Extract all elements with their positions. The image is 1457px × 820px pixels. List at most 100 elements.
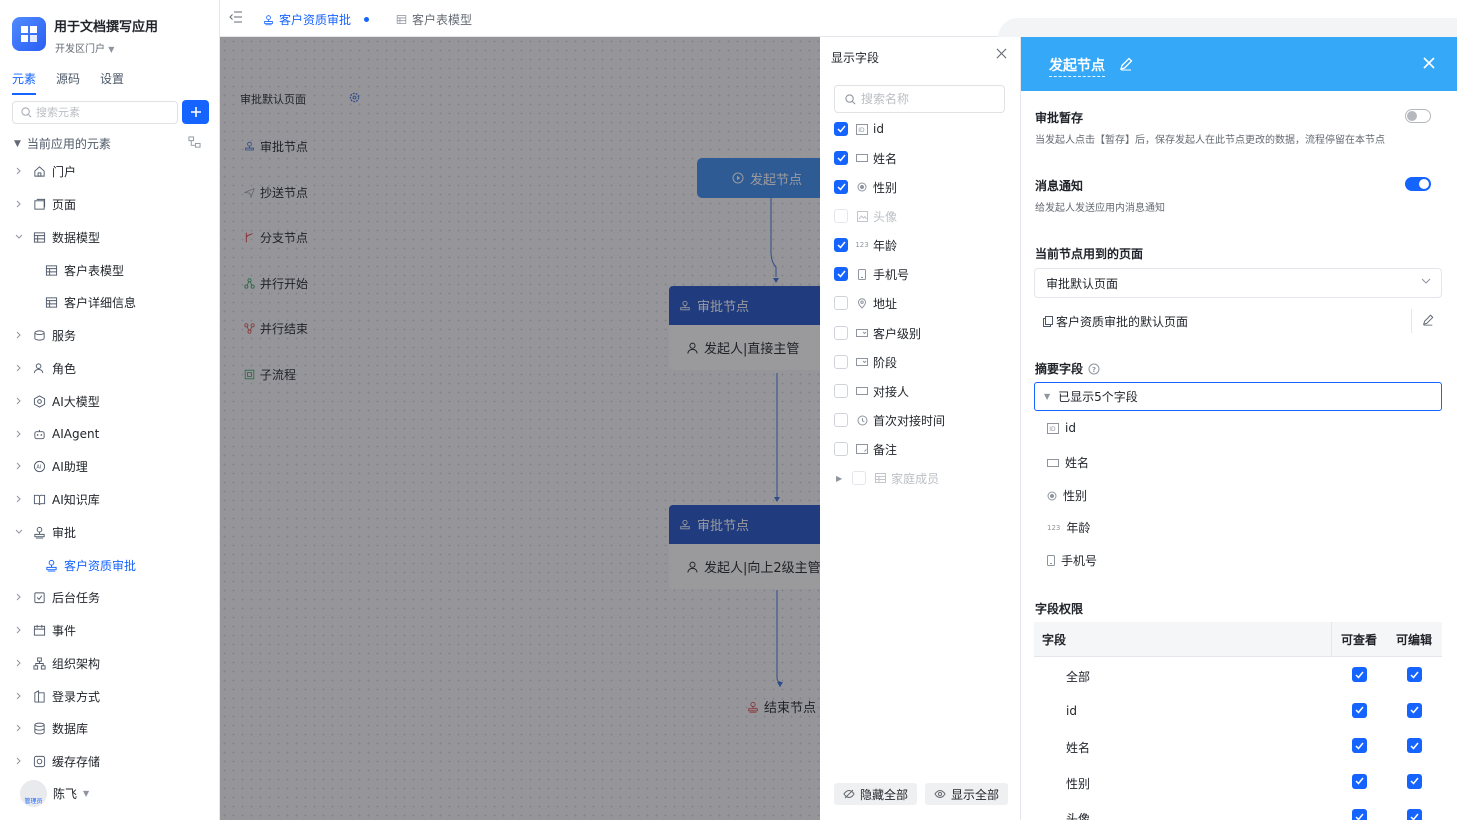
login-icon <box>32 689 46 703</box>
view-checkbox[interactable] <box>1352 809 1367 820</box>
section-toggle[interactable]: ▼ 当前应用的元素 <box>14 135 111 152</box>
field-option-stage[interactable]: 阶段 <box>834 352 897 372</box>
checkbox-unchecked[interactable] <box>834 442 848 456</box>
view-checkbox[interactable] <box>1352 702 1367 718</box>
sidebar-item-org[interactable]: 组织架构 <box>12 652 100 674</box>
edit-page-icon[interactable] <box>1422 314 1434 326</box>
checkbox-checked[interactable] <box>834 180 848 194</box>
field-option-address[interactable]: 地址 <box>834 293 897 313</box>
edit-checkbox[interactable] <box>1407 702 1422 718</box>
flow-canvas[interactable]: 审批默认页面 审批节点 抄送节点 分支节点 并行开始 并行结束 子流程 发起节点 <box>220 37 820 820</box>
view-checkbox[interactable] <box>1352 738 1367 753</box>
caret-right-icon[interactable]: ▶ <box>836 473 843 483</box>
tab-customer-approval[interactable]: 客户资质审批 <box>263 11 370 28</box>
edit-icon[interactable] <box>1119 57 1133 71</box>
approval-draft-toggle[interactable] <box>1405 109 1431 123</box>
palette-parallel-start[interactable]: 并行开始 <box>244 275 308 292</box>
sidebar-item-pages[interactable]: 页面 <box>12 193 76 215</box>
field-option-contact[interactable]: 对接人 <box>834 381 909 401</box>
tab-customer-model[interactable]: 客户表模型 <box>396 11 472 28</box>
field-option-customer-level[interactable]: 客户级别 <box>834 323 921 343</box>
collapse-sidebar-icon[interactable] <box>229 11 243 23</box>
palette-parallel-end[interactable]: 并行结束 <box>244 320 308 337</box>
checkbox-unchecked[interactable] <box>834 355 848 369</box>
show-all-button[interactable]: 显示全部 <box>925 783 1009 805</box>
help-icon[interactable]: ? <box>1088 363 1100 375</box>
edit-checkbox[interactable] <box>1407 738 1422 753</box>
summary-collapse[interactable]: ▼ 已显示5个字段 <box>1034 382 1442 411</box>
chevron-right-icon <box>12 692 26 700</box>
checkbox-checked[interactable] <box>834 267 848 281</box>
hide-all-label: 隐藏全部 <box>860 787 909 802</box>
field-option-phone[interactable]: 手机号 <box>834 264 909 284</box>
gear-icon[interactable] <box>349 92 360 103</box>
field-option-id[interactable]: ID id <box>834 119 884 139</box>
chevron-down-icon: ▼ <box>108 45 115 54</box>
sidebar-item-database[interactable]: 数据库 <box>12 717 88 739</box>
approval-node-2[interactable]: 审批节点 发起人|向上2级主管 <box>669 505 820 589</box>
sidebar-item-data-model[interactable]: 数据模型 <box>12 226 100 248</box>
checkbox-checked[interactable] <box>834 122 848 136</box>
tab-settings[interactable]: 设置 <box>100 72 125 86</box>
palette-item-label: 子流程 <box>260 368 297 382</box>
page-link-label[interactable]: 客户资质审批的默认页面 <box>1056 314 1189 329</box>
close-icon[interactable] <box>1423 57 1435 69</box>
portal-selector[interactable]: 开发区门户 ▼ <box>55 40 114 55</box>
perm-field-name: 全部 <box>1066 670 1091 684</box>
sidebar-item-ai-knowledge[interactable]: AI知识库 <box>12 488 100 510</box>
user-menu[interactable]: 管理员 陈飞 ▼ <box>20 780 89 807</box>
field-option-age[interactable]: 123 年龄 <box>834 235 897 255</box>
modal-overlay[interactable] <box>220 37 820 820</box>
field-option-first-contact-time[interactable]: 首次对接时间 <box>834 410 945 430</box>
palette-cc-node[interactable]: 抄送节点 <box>244 184 308 201</box>
checkbox-unchecked[interactable] <box>834 413 848 427</box>
summary-field-label: 年龄 <box>1066 521 1091 535</box>
sidebar-item-aiagent[interactable]: AIAgent <box>12 423 99 445</box>
palette-approval-node[interactable]: 审批节点 <box>244 138 308 155</box>
view-checkbox[interactable] <box>1352 773 1367 789</box>
checkbox-unchecked[interactable] <box>834 296 848 310</box>
checkbox-checked[interactable] <box>834 151 848 165</box>
field-search-input[interactable] <box>861 92 991 106</box>
node-title[interactable]: 发起节点 <box>1049 55 1105 77</box>
palette-branch-node[interactable]: 分支节点 <box>244 229 308 246</box>
sidebar-item-login[interactable]: 登录方式 <box>12 685 100 707</box>
checkbox-unchecked[interactable] <box>834 384 848 398</box>
sidebar-item-customer-approval[interactable]: 客户资质审批 <box>38 554 136 576</box>
sidebar-item-cache[interactable]: 缓存存储 <box>12 750 100 772</box>
add-element-button[interactable] <box>182 100 209 124</box>
sidebar-item-ai-model[interactable]: AI大模型 <box>12 390 100 412</box>
sidebar-item-services[interactable]: 服务 <box>12 324 76 346</box>
sidebar-item-customer-model[interactable]: 客户表模型 <box>38 259 124 281</box>
palette-subflow[interactable]: 子流程 <box>244 366 296 383</box>
sidebar-item-ai-assistant[interactable]: AI AI助理 <box>12 455 88 477</box>
view-checkbox[interactable] <box>1352 667 1367 682</box>
close-icon[interactable] <box>996 48 1007 59</box>
checkbox-checked[interactable] <box>834 238 848 252</box>
edit-checkbox[interactable] <box>1407 667 1422 682</box>
sidebar-item-customer-detail[interactable]: 客户详细信息 <box>38 291 136 313</box>
tab-source[interactable]: 源码 <box>56 72 81 86</box>
sidebar-item-portal[interactable]: 门户 <box>12 160 76 182</box>
end-node[interactable]: 结束节点 <box>747 697 816 716</box>
hide-all-button[interactable]: 隐藏全部 <box>834 783 918 805</box>
tree-settings-icon[interactable] <box>188 136 201 149</box>
sidebar-item-events[interactable]: 事件 <box>12 619 76 641</box>
sidebar-item-approval[interactable]: 审批 <box>12 521 76 543</box>
edit-checkbox[interactable] <box>1407 773 1422 789</box>
approval-node-1[interactable]: 审批节点 发起人|直接主管 <box>669 286 820 370</box>
checkbox-unchecked[interactable] <box>834 326 848 340</box>
notify-toggle[interactable] <box>1405 177 1431 191</box>
field-option-name[interactable]: 姓名 <box>834 148 897 168</box>
page-link-row: 客户资质审批的默认页面 <box>1034 307 1442 335</box>
edit-checkbox[interactable] <box>1407 809 1422 820</box>
tab-elements[interactable]: 元素 <box>12 70 37 95</box>
field-option-gender[interactable]: 性别 <box>834 177 897 197</box>
search-input[interactable] <box>36 106 166 119</box>
page-select[interactable]: 审批默认页面 <box>1034 268 1442 298</box>
start-node[interactable]: 发起节点 <box>697 158 820 198</box>
sidebar-item-background-tasks[interactable]: 后台任务 <box>12 586 100 608</box>
field-option-remark[interactable]: 备注 <box>834 439 897 459</box>
sidebar-item-roles[interactable]: 角色 <box>12 357 76 379</box>
unsaved-dot <box>364 17 370 22</box>
